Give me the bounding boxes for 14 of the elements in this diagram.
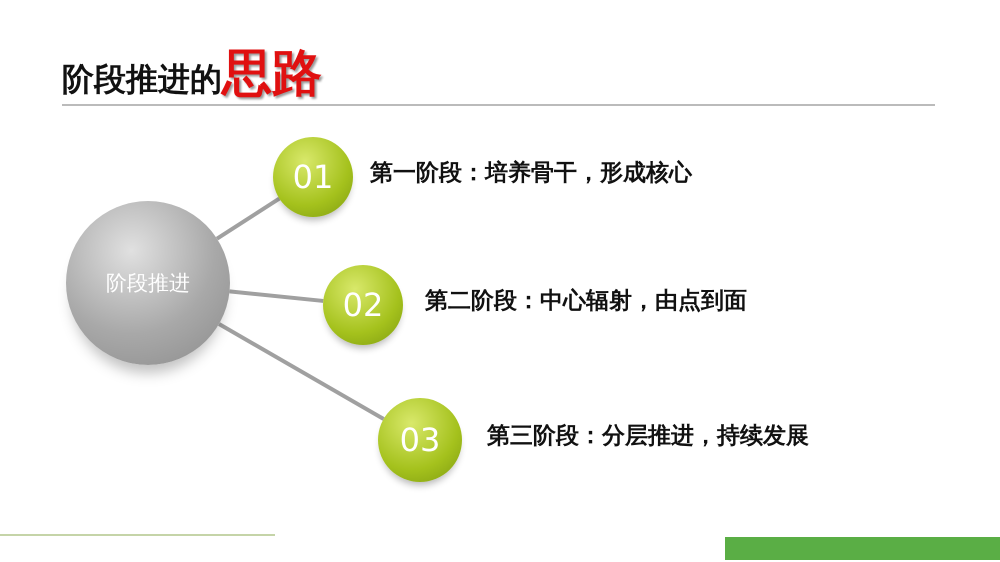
stage-description: 第二阶段：中心辐射，由点到面 <box>425 287 747 316</box>
connector-line <box>229 289 324 303</box>
step-number: 02 <box>342 286 384 324</box>
stage-description: 第三阶段：分层推进，持续发展 <box>487 422 809 451</box>
slide-title: 阶段推进的思路 <box>62 43 322 104</box>
connector-line <box>218 322 385 421</box>
step-number-circle <box>323 265 403 345</box>
connector-line <box>216 196 280 240</box>
step-number: 03 <box>400 421 440 459</box>
step-number-circle <box>378 398 462 482</box>
hub-label: 阶段推进 <box>106 270 190 297</box>
step-number-circle <box>273 137 353 217</box>
stage-description: 第一阶段：培养骨干，形成核心 <box>370 159 692 188</box>
step-number: 01 <box>292 158 334 196</box>
